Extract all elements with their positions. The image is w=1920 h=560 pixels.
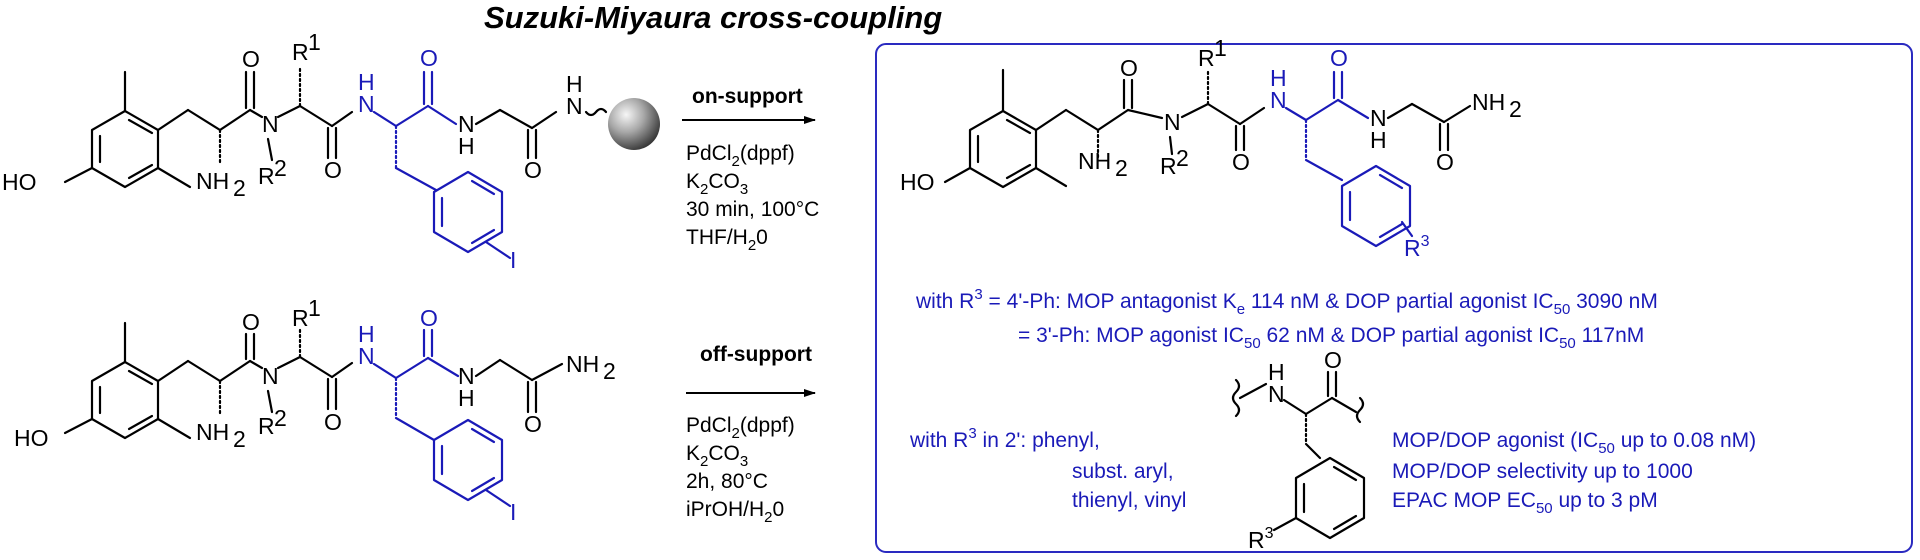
svg-text:NH: NH	[1078, 148, 1111, 174]
svg-text:H: H	[458, 133, 475, 159]
svg-text:PdCl2(dppf): PdCl2(dppf)	[686, 142, 795, 170]
svg-text:O: O	[324, 409, 342, 435]
svg-text:PdCl2(dppf): PdCl2(dppf)	[686, 414, 795, 442]
svg-text:N: N	[358, 91, 375, 117]
svg-text:2: 2	[1509, 96, 1522, 122]
svg-text:H: H	[1270, 65, 1287, 91]
amide-n-label: N	[262, 111, 279, 137]
result-line-3ph: = 3'-Ph: MOP agonist IC50 62 nM & DOP pa…	[1018, 324, 1644, 352]
scheme-title: Suzuki-Miyaura cross-coupling	[484, 0, 942, 35]
svg-text:iPrOH/H20: iPrOH/H20	[686, 498, 784, 526]
svg-text:N: N	[458, 363, 475, 389]
svg-text:H: H	[566, 71, 583, 97]
svg-text:N: N	[1268, 381, 1285, 407]
svg-text:HO: HO	[900, 169, 935, 195]
off-support-label: off-support	[700, 343, 812, 366]
svg-text:H: H	[1370, 127, 1387, 153]
svg-text:THF/H20: THF/H20	[686, 226, 768, 254]
svg-text:30 min, 100°C: 30 min, 100°C	[686, 198, 819, 221]
amine-label: NH	[196, 168, 229, 194]
svg-text:HO: HO	[14, 425, 49, 451]
result-line-4ph: with R3 = 4'-Ph: MOP antagonist Ke 114 n…	[915, 286, 1658, 318]
svg-text:O: O	[420, 45, 438, 71]
svg-text:R: R	[1198, 45, 1215, 71]
svg-text:NH: NH	[1472, 89, 1505, 115]
svg-text:thienyl, vinyl: thienyl, vinyl	[1072, 489, 1186, 512]
svg-text:O: O	[242, 46, 260, 72]
svg-text:O: O	[1436, 149, 1454, 175]
results-text: with R3 = 4'-Ph: MOP antagonist Ke 114 n…	[909, 286, 1756, 517]
svg-text:H: H	[458, 385, 475, 411]
stat-agonist: MOP/DOP agonist (IC50 up to 0.08 nM)	[1392, 429, 1756, 457]
svg-text:R3: R3	[1248, 525, 1274, 553]
svg-text:O: O	[1324, 347, 1342, 373]
svg-text:O: O	[524, 157, 542, 183]
svg-text:O: O	[1232, 149, 1250, 175]
svg-text:H: H	[358, 69, 375, 95]
svg-text:NH: NH	[566, 351, 599, 377]
reactant-off-support: HO NH 2 O N R 2 R 1 O H N O	[14, 295, 616, 525]
resin-bead	[608, 98, 660, 150]
product-structure: HO NH 2 O N R 2 R 1 O H N O	[900, 35, 1522, 261]
svg-text:N: N	[566, 93, 583, 119]
svg-text:NH: NH	[196, 419, 229, 445]
svg-text:K2CO3: K2CO3	[686, 442, 748, 470]
svg-text:R3: R3	[1404, 233, 1430, 261]
svg-text:2: 2	[233, 426, 246, 452]
stat-epac: EPAC MOP EC50 up to 3 pM	[1392, 489, 1658, 517]
r2-label: R	[258, 163, 275, 189]
result-line-2pos: with R3 in 2': phenyl,	[909, 425, 1100, 452]
svg-text:R: R	[292, 305, 309, 331]
svg-text:N: N	[358, 343, 375, 369]
svg-text:N: N	[458, 111, 475, 137]
svg-text:1: 1	[308, 295, 321, 321]
on-support-label: on-support	[692, 85, 803, 108]
svg-text:N: N	[1370, 105, 1387, 131]
conditions-off-support: off-support PdCl2(dppf) K2CO3 2h, 80°C i…	[686, 343, 816, 526]
svg-text:I: I	[510, 499, 516, 525]
svg-text:O: O	[1120, 55, 1138, 81]
conditions-on-support: on-support PdCl2(dppf) K2CO3 30 min, 100…	[682, 85, 819, 254]
svg-text:N: N	[1164, 109, 1181, 135]
svg-text:N: N	[262, 363, 279, 389]
svg-text:K2CO3: K2CO3	[686, 170, 748, 198]
reactant-on-support: HO NH 2 O N R 2 R 1 O H N O	[2, 29, 660, 273]
svg-text:O: O	[1330, 45, 1348, 71]
svg-text:R: R	[258, 413, 275, 439]
svg-text:N: N	[1270, 87, 1287, 113]
svg-text:H: H	[358, 321, 375, 347]
r1-label: R	[292, 39, 309, 65]
svg-text:R: R	[1160, 153, 1177, 179]
svg-text:O: O	[324, 157, 342, 183]
svg-text:2: 2	[1176, 145, 1189, 171]
svg-text:1: 1	[308, 29, 321, 55]
svg-text:2: 2	[274, 155, 287, 181]
hydroxyl-label: HO	[2, 169, 37, 195]
svg-text:H: H	[1268, 359, 1285, 385]
svg-text:2h, 80°C: 2h, 80°C	[686, 470, 768, 493]
svg-text:2: 2	[1115, 155, 1128, 181]
iodo-label: I	[510, 247, 516, 273]
svg-text:2: 2	[233, 175, 246, 201]
svg-text:2: 2	[274, 405, 287, 431]
svg-text:O: O	[420, 305, 438, 331]
svg-text:O: O	[242, 309, 260, 335]
svg-text:O: O	[524, 411, 542, 437]
svg-text:1: 1	[1214, 35, 1227, 61]
stat-selectivity: MOP/DOP selectivity up to 1000	[1392, 460, 1693, 483]
svg-text:subst. aryl,: subst. aryl,	[1072, 460, 1174, 483]
svg-text:2: 2	[603, 358, 616, 384]
fragment-structure: H N O R3	[1231, 347, 1366, 553]
product-box	[875, 43, 1913, 553]
